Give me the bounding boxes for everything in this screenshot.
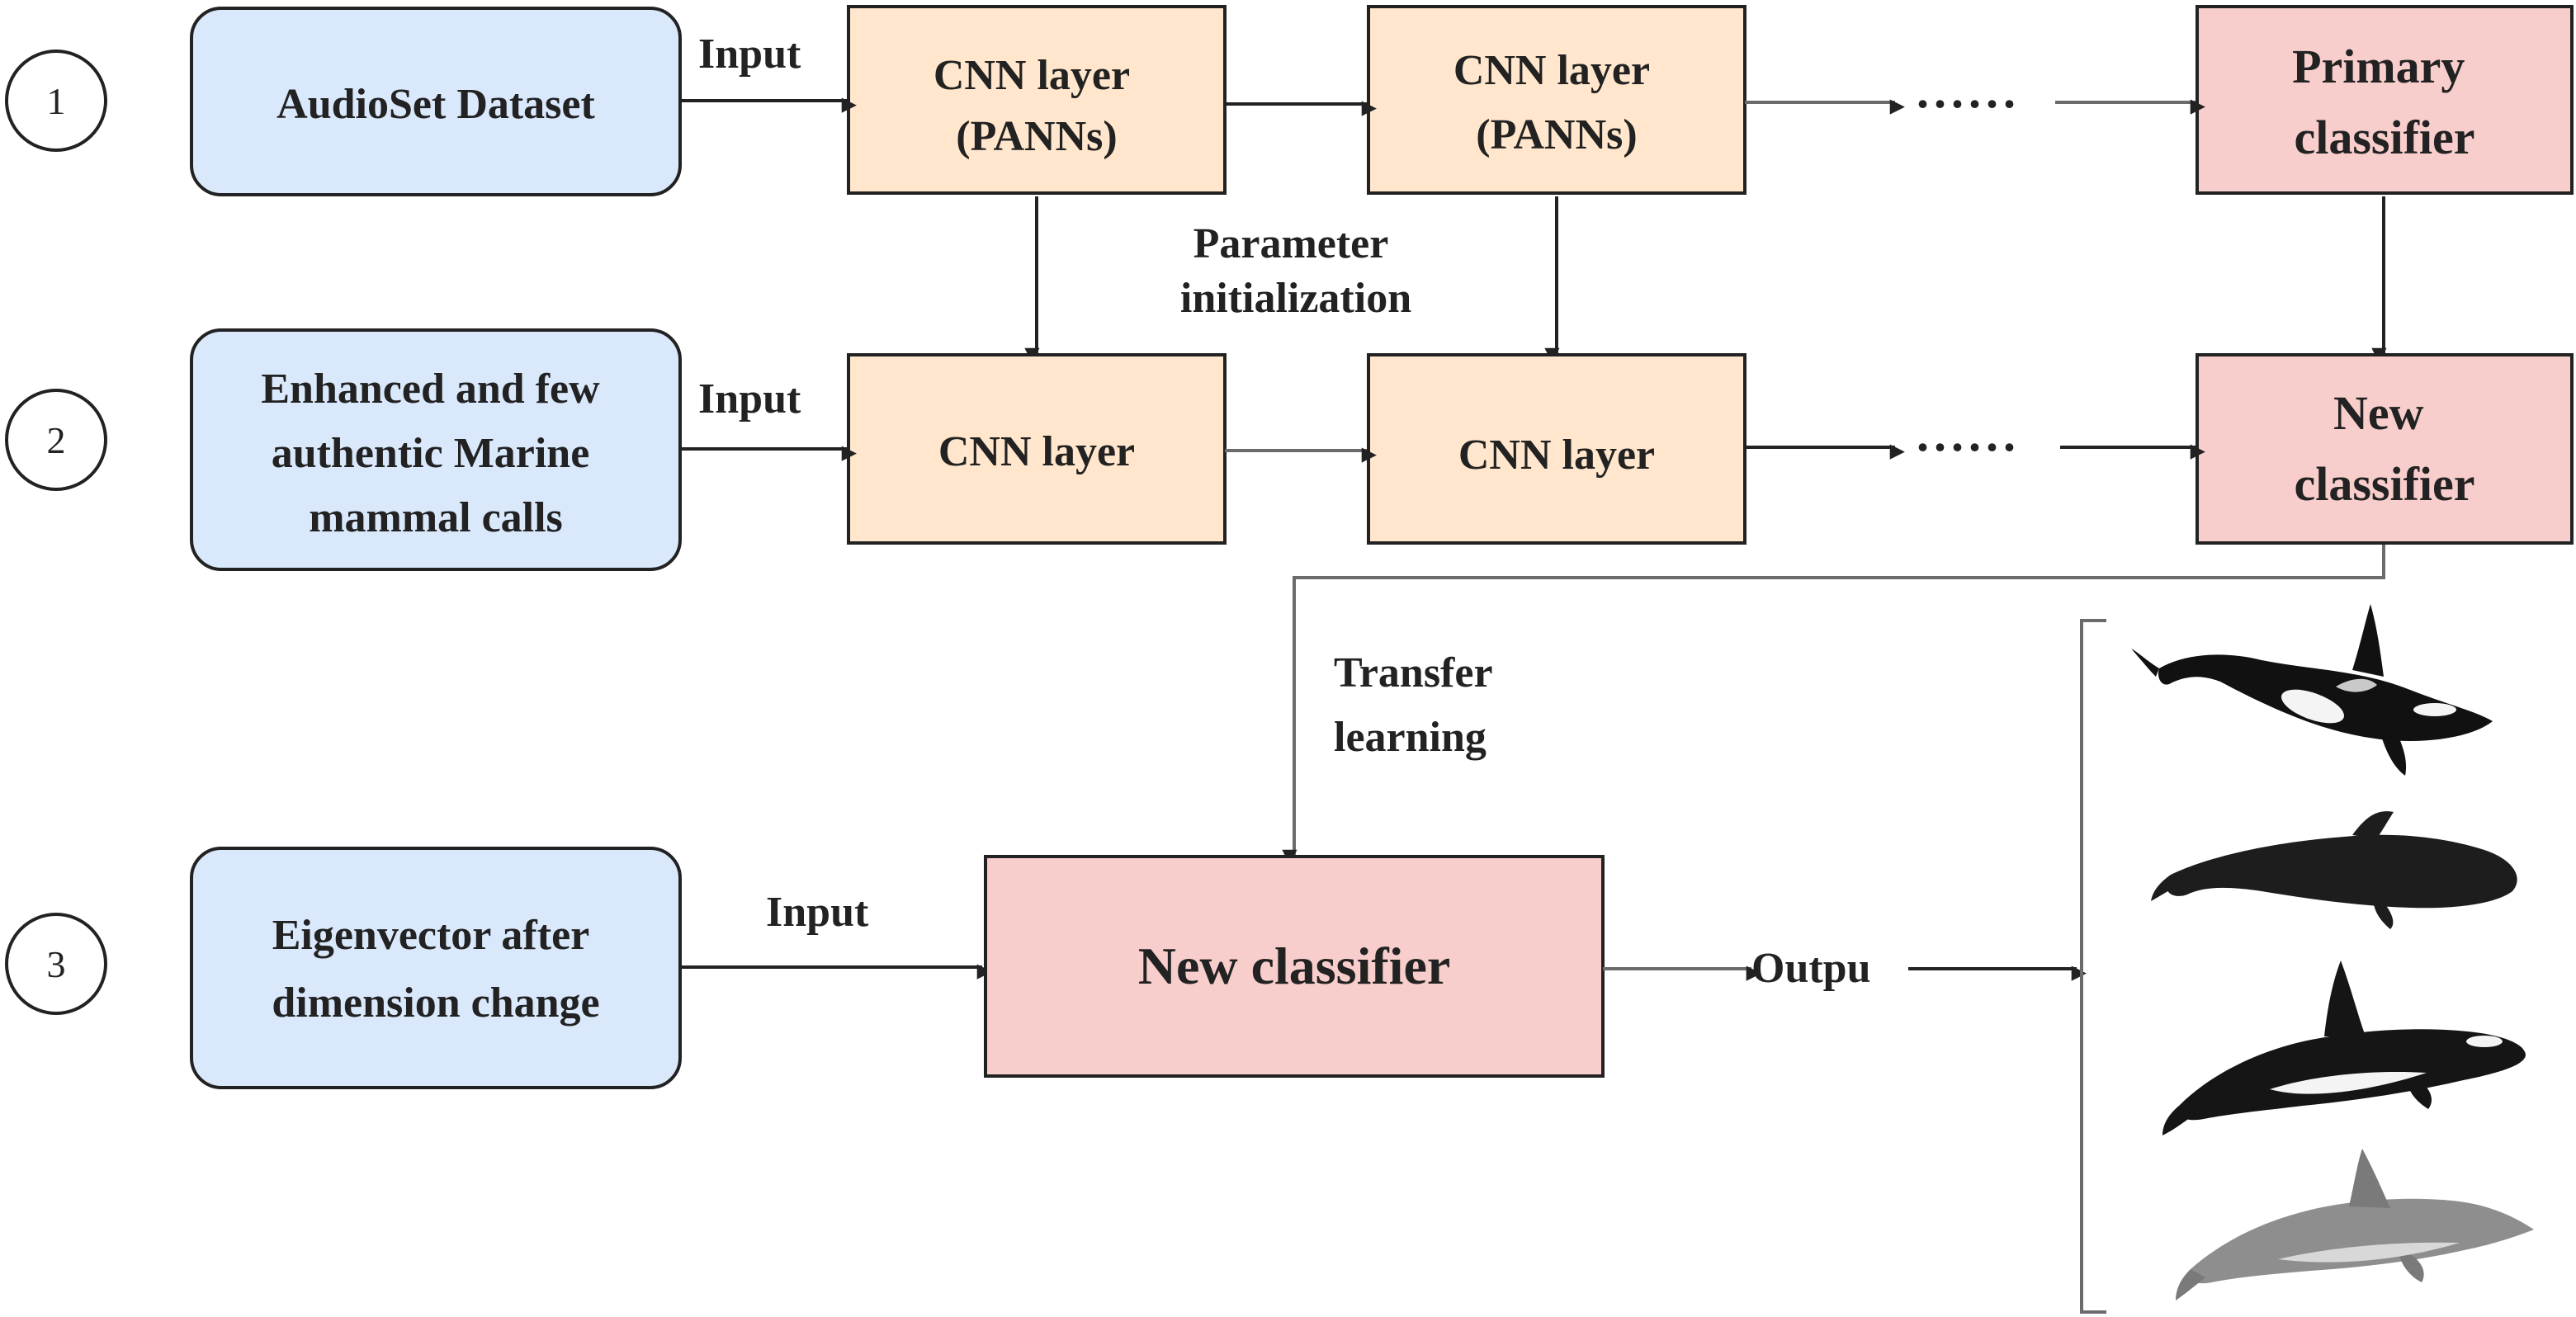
- svg-text:Primary classifier: Primary classifier: [2292, 40, 2477, 164]
- pilot-whale-icon: [2151, 811, 2517, 929]
- svg-text:AudioSet Dataset: AudioSet Dataset: [277, 81, 595, 128]
- svg-text:CNN layer: CNN layer: [938, 428, 1135, 475]
- cnn-layer-panns-box-2: CNN layer (PANNs): [1367, 5, 1746, 195]
- row2-ellipsis: ......: [1917, 407, 2021, 461]
- killer-whale-icon: [2162, 961, 2526, 1135]
- svg-text:Enhanced and few authent: Enhanced and few authentic Marine mammal…: [261, 366, 610, 541]
- svg-text:CNN layer: CNN layer: [1458, 432, 1655, 479]
- cnn-layer-box-1: CNN layer: [847, 353, 1227, 545]
- svg-text:New classifier: New classifier: [2294, 386, 2474, 511]
- svg-text:New classifier: New classifier: [1138, 937, 1451, 995]
- new-classifier-box-row3: New classifier: [984, 855, 1605, 1078]
- row-number-3: 3: [5, 913, 107, 1015]
- audioset-dataset-box: AudioSet Dataset: [190, 7, 682, 196]
- parameter-initialization-label: Parameter initialization: [1180, 220, 1411, 322]
- svg-text:2: 2: [47, 419, 66, 461]
- transfer-learning-label: Transfer learning: [1334, 649, 1503, 761]
- svg-text:Eigenvector after dimens: Eigenvector after dimension change: [272, 912, 599, 1027]
- output-label: Outpu: [1751, 945, 1871, 992]
- eigenvector-box: Eigenvector after dimension change: [190, 847, 682, 1089]
- cnn-layer-box-2: CNN layer: [1367, 353, 1746, 545]
- row1-ellipsis: ......: [1917, 64, 2021, 118]
- row2-input-label: Input: [698, 375, 801, 422]
- cnn-layer-panns-box-1: CNN layer (PANNs): [847, 5, 1227, 195]
- new-classifier-box-row2: New classifier: [2196, 353, 2574, 545]
- output-bracket: [2080, 619, 2106, 1314]
- row1-input-label: Input: [698, 31, 801, 78]
- svg-text:3: 3: [47, 943, 66, 985]
- svg-text:CNN layer (PANNs): CNN layer (PANNs): [934, 52, 1140, 160]
- row-number-1: 1: [5, 50, 107, 152]
- marine-mammal-calls-box: Enhanced and few authentic Marine mammal…: [190, 328, 682, 571]
- orca-icon: [2131, 604, 2493, 776]
- svg-text:1: 1: [47, 80, 66, 122]
- row3-input-label: Input: [766, 889, 869, 936]
- row-number-2: 2: [5, 389, 107, 491]
- primary-classifier-box: Primary classifier: [2196, 5, 2574, 195]
- dolphin-icon: [2176, 1149, 2534, 1300]
- svg-text:CNN layer (PANNs): CNN layer (PANNs): [1453, 47, 1660, 158]
